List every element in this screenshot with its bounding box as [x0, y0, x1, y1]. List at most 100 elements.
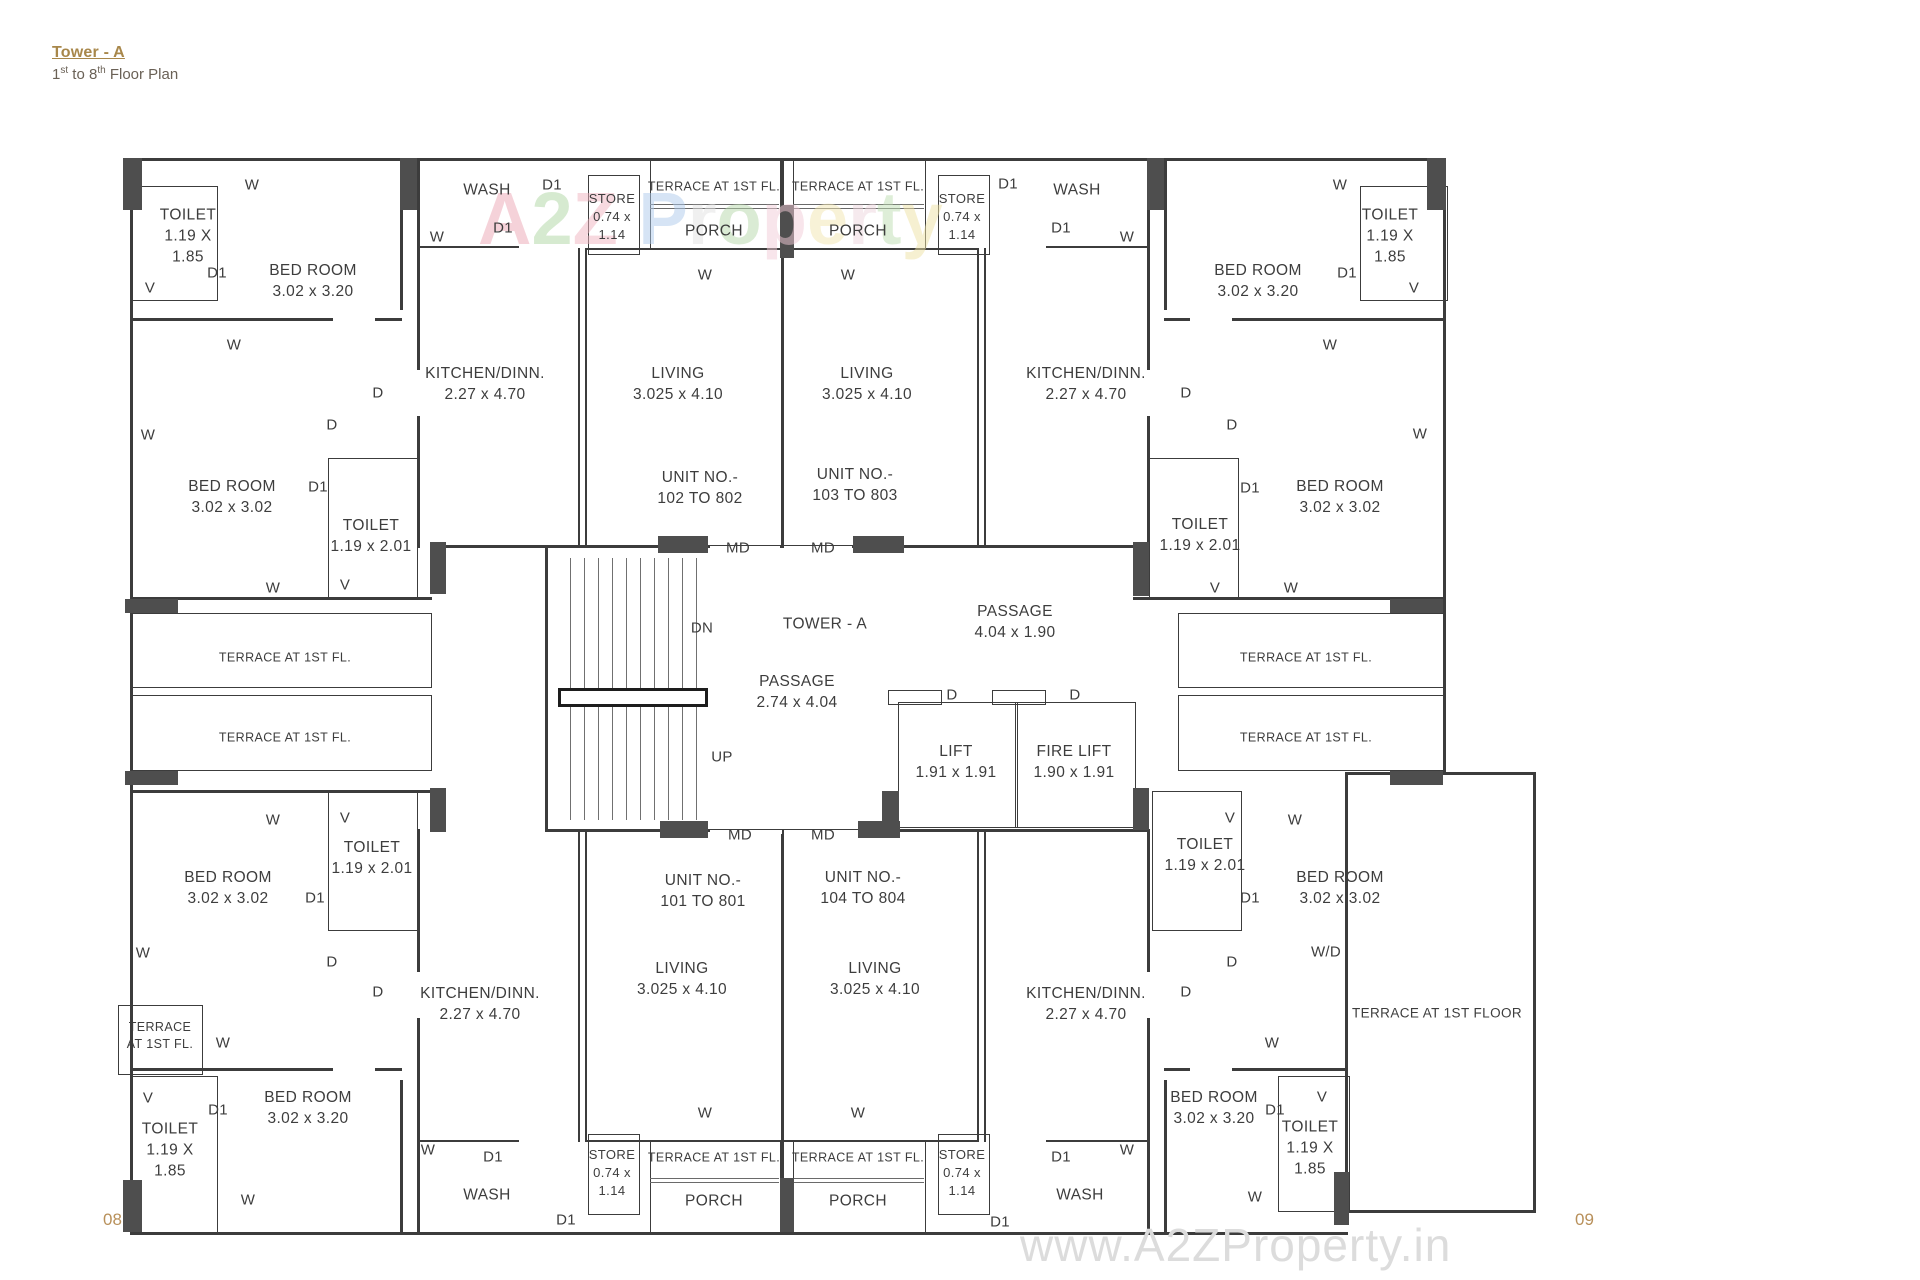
room-label-line: 1.85	[154, 1162, 186, 1180]
wall-segment	[585, 248, 587, 547]
marker-label-d1: D1	[208, 1101, 228, 1119]
room-outline	[898, 702, 1018, 828]
room-label-line: 3.02 x 3.20	[267, 1110, 349, 1127]
marker-label-d1: D1	[1051, 1148, 1071, 1166]
marker-label-w: W	[240, 1191, 256, 1209]
room-label: KITCHEN/DINN.2.27 x 4.70	[1026, 363, 1146, 405]
door-opening	[1190, 316, 1232, 322]
marker-label-md: MD	[811, 539, 835, 557]
brand-letter: t	[876, 177, 902, 260]
room-label: PORCH	[685, 221, 743, 242]
room-label-line: 1.19 x 2.01	[330, 538, 412, 555]
wall-segment	[1164, 318, 1446, 321]
wall-segment	[781, 158, 784, 547]
room-label: UNIT NO.-101 TO 801	[660, 870, 745, 912]
room-label-line: 104 TO 804	[820, 890, 906, 907]
marker-label-w: W	[1283, 579, 1299, 597]
marker-label-d: D	[1226, 416, 1238, 434]
marker-label-w: W	[140, 426, 156, 444]
room-label: LIVING 3.025 x 4.10	[637, 958, 727, 1000]
room-label-line: TERRACE AT 1ST FL.	[647, 179, 781, 194]
room-label-line: 101 TO 801	[660, 893, 746, 910]
room-label-line: 2.27 x 4.70	[444, 386, 526, 403]
wall-segment	[400, 1080, 403, 1234]
marker-label-d1: D1	[1051, 219, 1071, 237]
room-outline	[130, 186, 218, 301]
marker-label-w: W	[226, 336, 242, 354]
room-label-line: 3.025 x 4.10	[636, 981, 728, 998]
marker-label-d: D	[372, 384, 384, 402]
room-label-line: 1.14	[598, 1183, 626, 1198]
room-label: TOWER - A	[783, 614, 867, 635]
room-outline	[1360, 186, 1448, 301]
room-label-line: 3.02 x 3.02	[1299, 890, 1381, 907]
marker-label-d1: D1	[1240, 889, 1260, 907]
marker-label-v: V	[144, 279, 156, 297]
wall-segment	[977, 830, 979, 1142]
wall-segment	[417, 158, 420, 548]
room-label-line: TERRACE AT 1ST FL.	[791, 179, 925, 194]
marker-label-d1: D1	[305, 889, 325, 907]
room-label-line: WASH	[463, 1186, 511, 1204]
marker-label-v: V	[142, 1089, 154, 1107]
wall-segment	[578, 830, 580, 1142]
room-label: UNIT NO.-104 TO 804	[820, 867, 905, 909]
room-label-line: BED ROOM	[269, 262, 357, 279]
wall-segment	[130, 790, 432, 793]
room-label-line: 0.74 x	[943, 1165, 981, 1180]
marker-label-md: MD	[726, 539, 750, 557]
wall-segment	[1046, 246, 1148, 248]
wall-segment	[1164, 1068, 1348, 1071]
wall-segment	[545, 545, 548, 832]
room-label-line: PASSAGE	[977, 603, 1053, 620]
wall-segment	[130, 158, 1446, 161]
room-label-line: LIVING	[840, 365, 894, 382]
marker-label-d: D	[1180, 983, 1192, 1001]
line	[650, 1178, 779, 1179]
brand-letter: y	[901, 177, 943, 260]
column-block	[400, 158, 417, 210]
room-label-line: LIVING	[655, 960, 709, 977]
marker-label-d1: D1	[998, 175, 1018, 193]
room-label-line: 1.14	[948, 1183, 976, 1198]
room-label-line: TOILET	[141, 1120, 199, 1138]
room-label-line: PORCH	[685, 1192, 743, 1210]
marker-label-d: D	[1226, 953, 1238, 971]
door-opening	[784, 546, 852, 550]
room-label-line: WASH	[1053, 181, 1101, 199]
room-label-line: 1.19 x 2.01	[1164, 857, 1246, 874]
url-watermark: www.A2ZProperty.in	[1020, 1219, 1452, 1271]
room-label-line: TERRACE AT 1ST FL.	[218, 730, 352, 745]
door-opening	[1143, 972, 1151, 1018]
room-label-line: UNIT NO.-	[816, 466, 894, 483]
wall-segment	[783, 1140, 978, 1142]
room-label: KITCHEN/DINN.2.27 x 4.70	[420, 983, 540, 1025]
room-label: PORCH	[829, 221, 887, 242]
room-label-line: 3.02 x 3.20	[1173, 1110, 1255, 1127]
room-label-line: 1.91 x 1.91	[915, 764, 997, 781]
room-label-line: BED ROOM	[1296, 869, 1384, 886]
room-label-line: 1.90 x 1.91	[1033, 764, 1115, 781]
wall-segment	[130, 158, 133, 1235]
marker-label-w: W	[1412, 425, 1428, 443]
brand-letter: p	[761, 177, 807, 260]
door-opening	[414, 972, 422, 1018]
brand-watermark: A2Z Property	[478, 182, 943, 256]
room-outline	[118, 1005, 203, 1075]
wall-segment	[1147, 158, 1150, 548]
marker-label-w: W	[1287, 811, 1303, 829]
marker-label-w: W	[1322, 336, 1338, 354]
wall-segment	[977, 248, 979, 547]
room-outline	[1278, 1076, 1350, 1212]
room-label-line: BED ROOM	[1170, 1089, 1258, 1106]
room-label-line: STORE	[938, 1147, 986, 1162]
room-label: TERRACE AT 1ST FL.	[219, 730, 351, 747]
room-label: WASH	[463, 180, 511, 201]
